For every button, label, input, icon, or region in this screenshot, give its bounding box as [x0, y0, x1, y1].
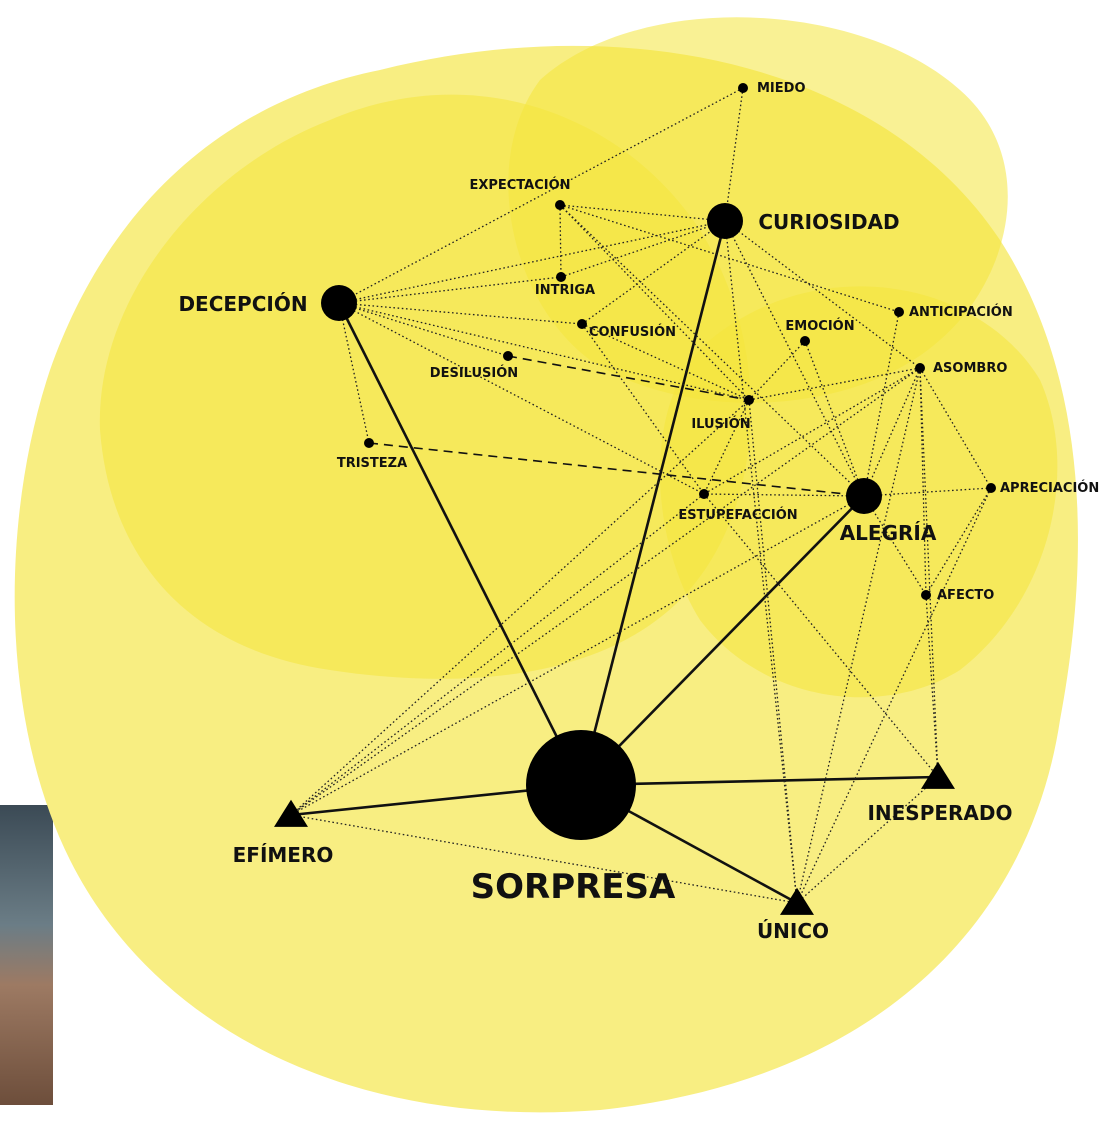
node-unico: [780, 887, 814, 915]
node-intriga: [556, 272, 566, 282]
background-blobs: [14, 17, 1078, 1113]
label-emocion: EMOCIÓN: [785, 318, 854, 334]
label-decepcion: DECEPCIÓN: [178, 292, 307, 316]
label-desilusion: DESILUSIÓN: [430, 365, 518, 381]
label-miedo: MIEDO: [757, 81, 806, 96]
edge-asombro-efimero: [290, 367, 921, 816]
nodes: [274, 83, 996, 915]
node-ilusion: [744, 395, 754, 405]
edge-asombro-unico: [796, 367, 921, 904]
edge-confusion-ilusion: [581, 323, 750, 401]
label-expectacion: EXPECTACIÓN: [469, 177, 570, 193]
edge-alegria-afecto: [863, 495, 927, 596]
node-desilusion: [503, 351, 513, 361]
node-tristeza: [364, 438, 374, 448]
edges: [290, 87, 992, 905]
edge-miedo-decepcion: [338, 87, 744, 304]
label-afecto: AFECTO: [937, 588, 994, 603]
label-alegria: ALEGRÍA: [840, 521, 937, 545]
edge-decepcion-confusion: [338, 302, 583, 325]
edge-expectacion-anticipacion: [559, 204, 900, 313]
edge-decepcion-tristeza: [338, 302, 370, 444]
label-intriga: INTRIGA: [535, 283, 595, 298]
edge-curiosidad-alegria: [724, 220, 865, 497]
edge-anticipacion-alegria: [863, 311, 900, 497]
node-afecto: [921, 590, 931, 600]
node-curiosidad: [707, 203, 743, 239]
labels: SORPRESA DECEPCIÓN CURIOSIDAD ALEGRÍA MIEDO E…: [178, 81, 1099, 943]
label-tristeza: TRISTEZA: [337, 456, 407, 471]
person-photo: [0, 805, 53, 1105]
edge-alegria-estupefaccion: [703, 493, 865, 497]
label-apreciacion: APRECIACIÓN: [1000, 480, 1099, 496]
node-expectacion: [555, 200, 565, 210]
label-asombro: ASOMBRO: [933, 361, 1007, 376]
node-apreciacion: [986, 483, 996, 493]
edge-afecto-inesperado: [925, 594, 939, 778]
label-curiosidad: CURIOSIDAD: [758, 210, 899, 234]
label-ilusion: ILUSIÓN: [691, 416, 750, 432]
edge-asombro-afecto: [919, 367, 927, 596]
edge-decepcion-ilusion: [338, 302, 750, 401]
label-unico: ÚNICO: [757, 919, 829, 943]
node-sorpresa: [526, 730, 636, 840]
node-alegria: [846, 478, 882, 514]
label-efimero: EFÍMERO: [233, 843, 334, 867]
edge-decepcion-curiosidad: [338, 220, 726, 304]
edge-emocion-ilusion: [748, 340, 806, 401]
edge-estupefaccion-efimero: [290, 493, 705, 816]
edge-expectacion-ilusion: [559, 204, 750, 401]
node-emocion: [800, 336, 810, 346]
edge-decepcion-intriga: [338, 276, 562, 304]
edge-apreciacion-unico: [796, 487, 992, 904]
edge-sorpresa-inesperado: [580, 775, 939, 787]
node-confusion: [577, 319, 587, 329]
label-sorpresa: SORPRESA: [471, 867, 676, 907]
edge-sorpresa-alegria: [580, 495, 865, 786]
node-asombro: [915, 363, 925, 373]
edge-decepcion-desilusion: [338, 302, 509, 357]
label-inesperado: INESPERADO: [867, 801, 1012, 825]
edge-expectacion-intriga: [559, 204, 562, 278]
node-miedo: [738, 83, 748, 93]
edge-decepcion-estupefaccion: [338, 302, 705, 495]
edge-alegria-efimero: [290, 495, 865, 816]
edge-efimero-unico: [290, 814, 798, 904]
edge-expectacion-alegria: [559, 204, 865, 497]
edge-sorpresa-curiosidad: [579, 220, 727, 786]
node-efimero: [274, 799, 308, 827]
label-estupefaccion: ESTUPEFACCIÓN: [678, 507, 797, 523]
label-confusion: CONFUSIÓN: [589, 324, 676, 340]
edge-desilusion-ilusion: [507, 355, 750, 401]
edge-tristeza-alegria: [368, 442, 865, 497]
edge-confusion-estupefaccion: [581, 323, 705, 495]
node-inesperado: [921, 761, 955, 789]
edge-ilusion-estupefaccion: [703, 399, 750, 495]
edge-curiosidad-asombro: [724, 220, 921, 369]
edge-curiosidad-unico: [724, 220, 798, 904]
edge-ilusion-unico: [748, 399, 798, 904]
node-estupefaccion: [699, 489, 709, 499]
edge-alegria-apreciacion: [863, 487, 992, 497]
node-anticipacion: [894, 307, 904, 317]
edge-sorpresa-decepcion: [337, 302, 583, 786]
label-anticipacion: ANTICIPACIÓN: [909, 304, 1013, 320]
node-decepcion: [321, 285, 357, 321]
edge-asombro-inesperado: [919, 367, 939, 778]
edge-miedo-curiosidad: [724, 87, 744, 222]
